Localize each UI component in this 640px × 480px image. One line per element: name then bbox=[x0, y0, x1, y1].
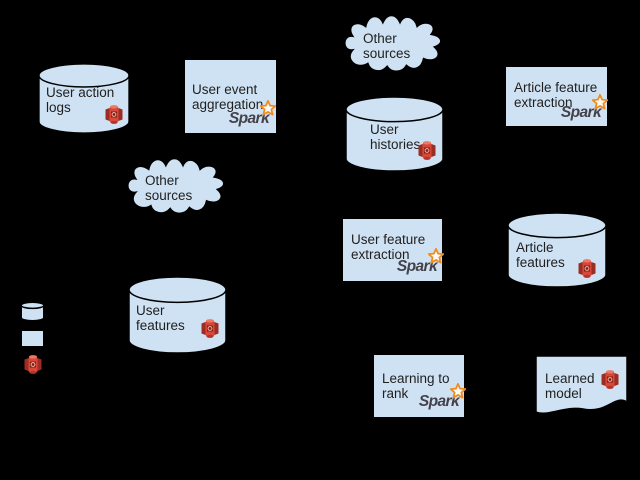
node-label: Article features bbox=[516, 240, 565, 270]
node-label: User action logs bbox=[46, 85, 115, 115]
node-article-feature-extraction[interactable]: Article feature extraction Spark bbox=[505, 66, 608, 127]
node-label: Learned model bbox=[545, 371, 595, 401]
cylinder-shape bbox=[128, 276, 227, 354]
cloud-shape bbox=[123, 158, 228, 217]
cloud-shape bbox=[340, 15, 445, 75]
node-user-histories[interactable]: User histories bbox=[345, 96, 444, 172]
legend-s3-icon-sample[interactable] bbox=[24, 354, 42, 375]
spark-star-icon bbox=[260, 100, 276, 116]
spark-wordmark: Spark bbox=[418, 393, 460, 410]
node-label: Other sources bbox=[145, 173, 193, 203]
spark-star-icon bbox=[592, 94, 608, 110]
legend-rectangle-sample[interactable] bbox=[21, 330, 44, 347]
spark-logo: Spark bbox=[560, 94, 608, 124]
spark-wordmark: Spark bbox=[560, 104, 602, 121]
spark-wordmark: Spark bbox=[228, 110, 270, 127]
node-user-feature-extraction[interactable]: User feature extraction Spark bbox=[342, 218, 444, 282]
legend-cylinder-sample[interactable] bbox=[21, 302, 44, 321]
node-label: Other sources bbox=[363, 31, 411, 61]
s3-storage-icon bbox=[578, 258, 596, 279]
node-label: User feature extraction bbox=[351, 232, 426, 262]
node-user-action-logs[interactable]: User action logs bbox=[38, 63, 130, 134]
spark-logo: Spark bbox=[228, 100, 276, 130]
spark-logo: Spark bbox=[396, 248, 444, 278]
node-learned-model[interactable]: Learned model bbox=[535, 355, 628, 419]
spark-star-icon bbox=[450, 383, 466, 399]
node-user-event-aggregation[interactable]: User event aggregation Spark bbox=[184, 59, 277, 134]
node-other-sources-left[interactable]: Other sources bbox=[123, 158, 228, 217]
s3-storage-icon bbox=[201, 318, 219, 339]
spark-wordmark: Spark bbox=[396, 258, 438, 275]
document-shape bbox=[535, 355, 628, 419]
node-article-features[interactable]: Article features bbox=[507, 212, 607, 288]
node-label: Learning to rank bbox=[382, 371, 450, 401]
node-label: User features bbox=[136, 303, 185, 333]
node-learning-to-rank[interactable]: Learning to rank Spark bbox=[373, 354, 466, 418]
cylinder-shape bbox=[21, 302, 44, 321]
node-label: Article feature extraction bbox=[514, 80, 598, 110]
node-label: User histories bbox=[370, 122, 421, 152]
s3-storage-icon bbox=[105, 104, 123, 125]
node-other-sources-top[interactable]: Other sources bbox=[340, 15, 445, 75]
node-label: User event aggregation bbox=[192, 82, 264, 112]
s3-storage-icon bbox=[601, 369, 619, 390]
s3-storage-icon bbox=[418, 140, 436, 161]
s3-storage-icon bbox=[24, 354, 42, 375]
spark-logo: Spark bbox=[418, 383, 466, 413]
node-user-features[interactable]: User features bbox=[128, 276, 227, 354]
spark-star-icon bbox=[428, 248, 444, 264]
